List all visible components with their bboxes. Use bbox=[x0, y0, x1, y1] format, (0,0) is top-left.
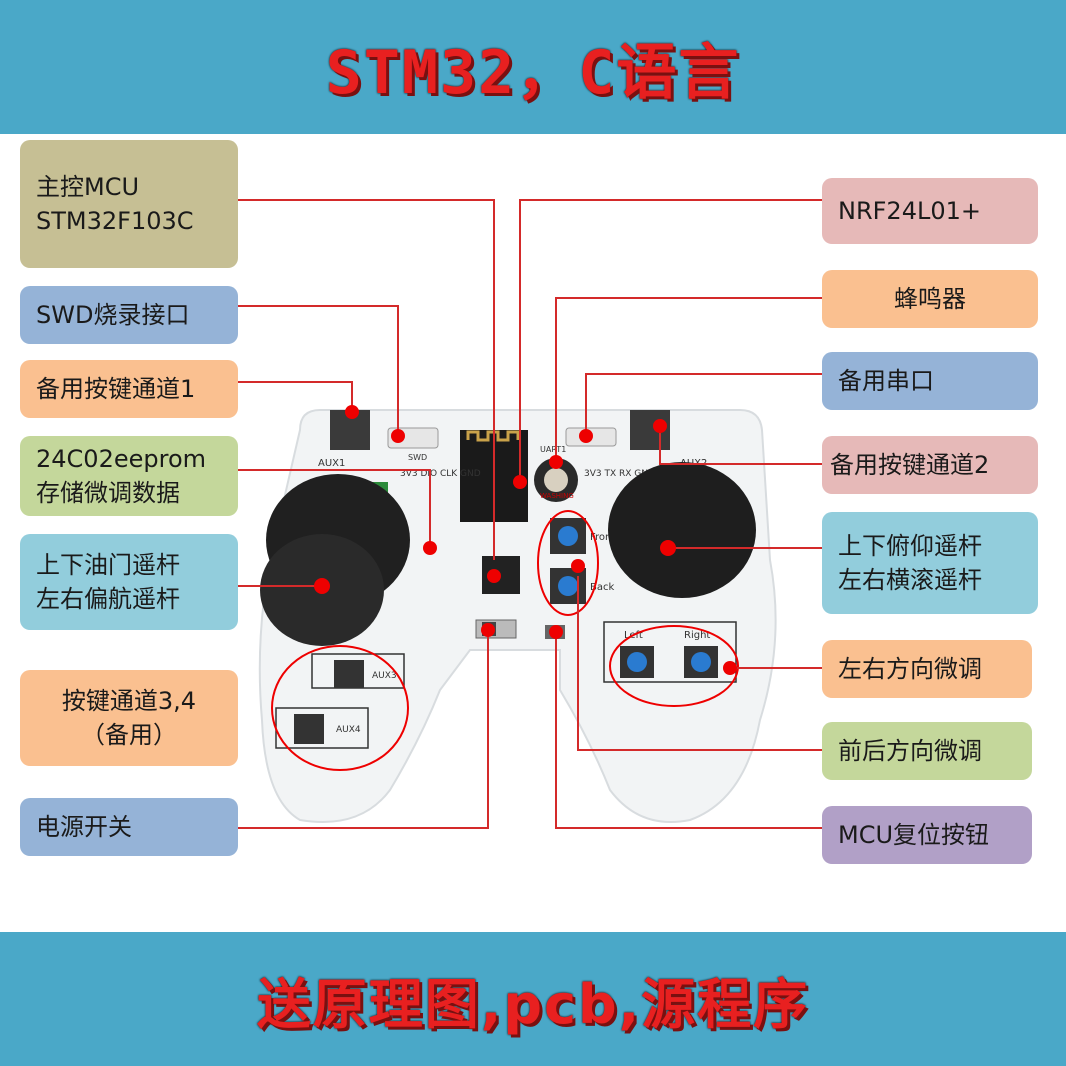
label-nrf: NRF24L01+ bbox=[822, 178, 1038, 244]
label-lr-trim: 左右方向微调 bbox=[822, 640, 1032, 698]
label-buttons34: 按键通道3,4 （备用） bbox=[20, 670, 238, 766]
right-joystick bbox=[608, 462, 756, 598]
label-aux1: 备用按键通道1 bbox=[20, 360, 238, 418]
board-label-swd: SWD bbox=[408, 453, 427, 462]
board-label-swd-pins: 3V3 DIO CLK GND bbox=[400, 469, 481, 479]
label-buzzer: 蜂鸣器 bbox=[822, 270, 1038, 328]
board-label-right: Right bbox=[684, 630, 710, 641]
label-left-stick: 上下油门遥杆 左右偏航遥杆 bbox=[20, 534, 238, 630]
label-uart: 备用串口 bbox=[822, 352, 1038, 410]
label-swd: SWD烧录接口 bbox=[20, 286, 238, 344]
lr-trim-highlight-circle bbox=[609, 625, 739, 707]
label-aux2: 备用按键通道2 bbox=[822, 436, 1038, 494]
board-label-uart1: UART1 bbox=[540, 445, 566, 454]
footer-title: 送原理图,pcb,源程序 bbox=[256, 972, 810, 1036]
label-fb-trim: 前后方向微调 bbox=[822, 722, 1032, 780]
leader-lines bbox=[238, 199, 822, 829]
fb-trim-highlight-circle bbox=[537, 510, 599, 616]
board-label-aux3: AUX3 bbox=[372, 671, 397, 681]
board-label-aux4: AUX4 bbox=[336, 725, 361, 735]
label-reset: MCU复位按钮 bbox=[822, 806, 1032, 864]
board-label-uart-pins: 3V3 TX RX GND bbox=[584, 469, 655, 479]
aux3-button bbox=[334, 660, 364, 688]
footer-banner: 送原理图,pcb,源程序 bbox=[0, 932, 1066, 1066]
header-title: STM32，C语言 bbox=[325, 37, 741, 108]
aux4-button bbox=[294, 714, 324, 744]
board-label-aux1: AUX1 bbox=[318, 458, 345, 469]
board-label-front: Front bbox=[590, 532, 615, 543]
board-label-back: Back bbox=[590, 582, 614, 593]
header-banner: STM32，C语言 bbox=[0, 0, 1066, 134]
label-mcu: 主控MCU STM32F103C bbox=[20, 140, 238, 268]
label-eeprom: 24C02eeprom 存储微调数据 bbox=[20, 436, 238, 516]
leader-dots bbox=[314, 405, 737, 675]
aux34-highlight-circle bbox=[271, 645, 409, 771]
label-power: 电源开关 bbox=[20, 798, 238, 856]
label-right-stick: 上下俯仰遥杆 左右横滚遥杆 bbox=[822, 512, 1038, 614]
board-label-buzzer: WASHING bbox=[540, 492, 574, 500]
